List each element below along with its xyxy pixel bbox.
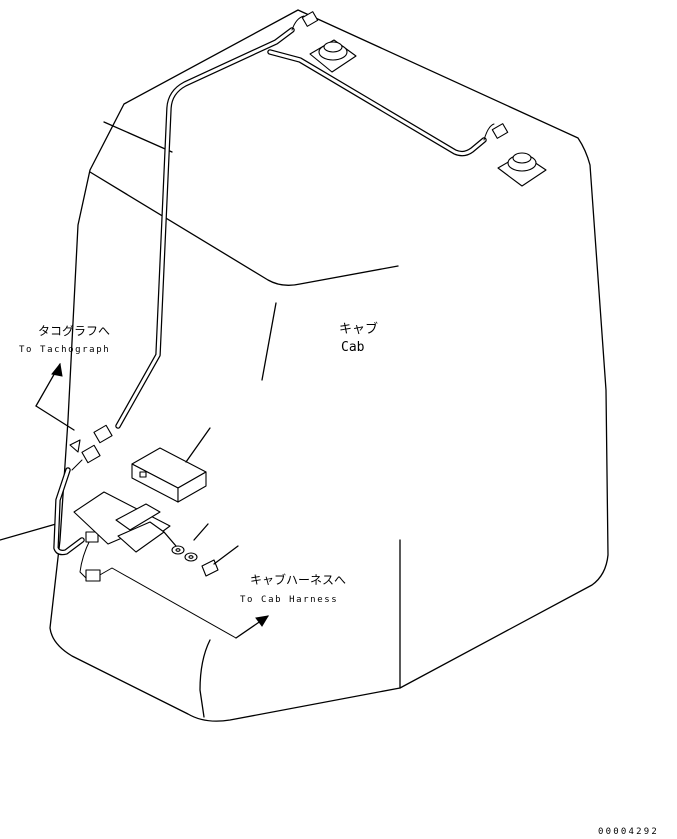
wires bbox=[71, 15, 495, 639]
cab-outer-outline bbox=[49, 9, 609, 722]
label-tachograph-jp: タコグラフへ bbox=[38, 324, 110, 338]
label-tachograph-en: To Tachograph bbox=[19, 345, 110, 355]
arrow-tachograph bbox=[35, 362, 75, 431]
cab-front-edge bbox=[89, 171, 399, 286]
harness-tube bbox=[53, 27, 487, 556]
mounting-bracket bbox=[73, 491, 177, 553]
connectors bbox=[69, 424, 113, 582]
label-cab-harness-jp: キャブハーネスへ bbox=[250, 572, 346, 587]
fasteners bbox=[171, 523, 239, 577]
arrow-cab-harness bbox=[235, 615, 269, 639]
label-cab-harness-en: To Cab Harness bbox=[240, 595, 338, 605]
radio-unit bbox=[131, 427, 211, 503]
leader-line-left bbox=[0, 523, 57, 541]
speaker-upper bbox=[301, 11, 357, 73]
cab-body bbox=[0, 9, 609, 722]
leader-line-top bbox=[103, 121, 173, 153]
speaker-lower bbox=[491, 123, 547, 187]
label-cab-en: Cab bbox=[341, 340, 365, 355]
cab-pillar-line bbox=[261, 302, 277, 381]
drawing-number: 00004292 bbox=[598, 827, 659, 837]
label-cab-jp: キャブ bbox=[339, 321, 378, 337]
cab-bottom-curve bbox=[199, 639, 211, 718]
